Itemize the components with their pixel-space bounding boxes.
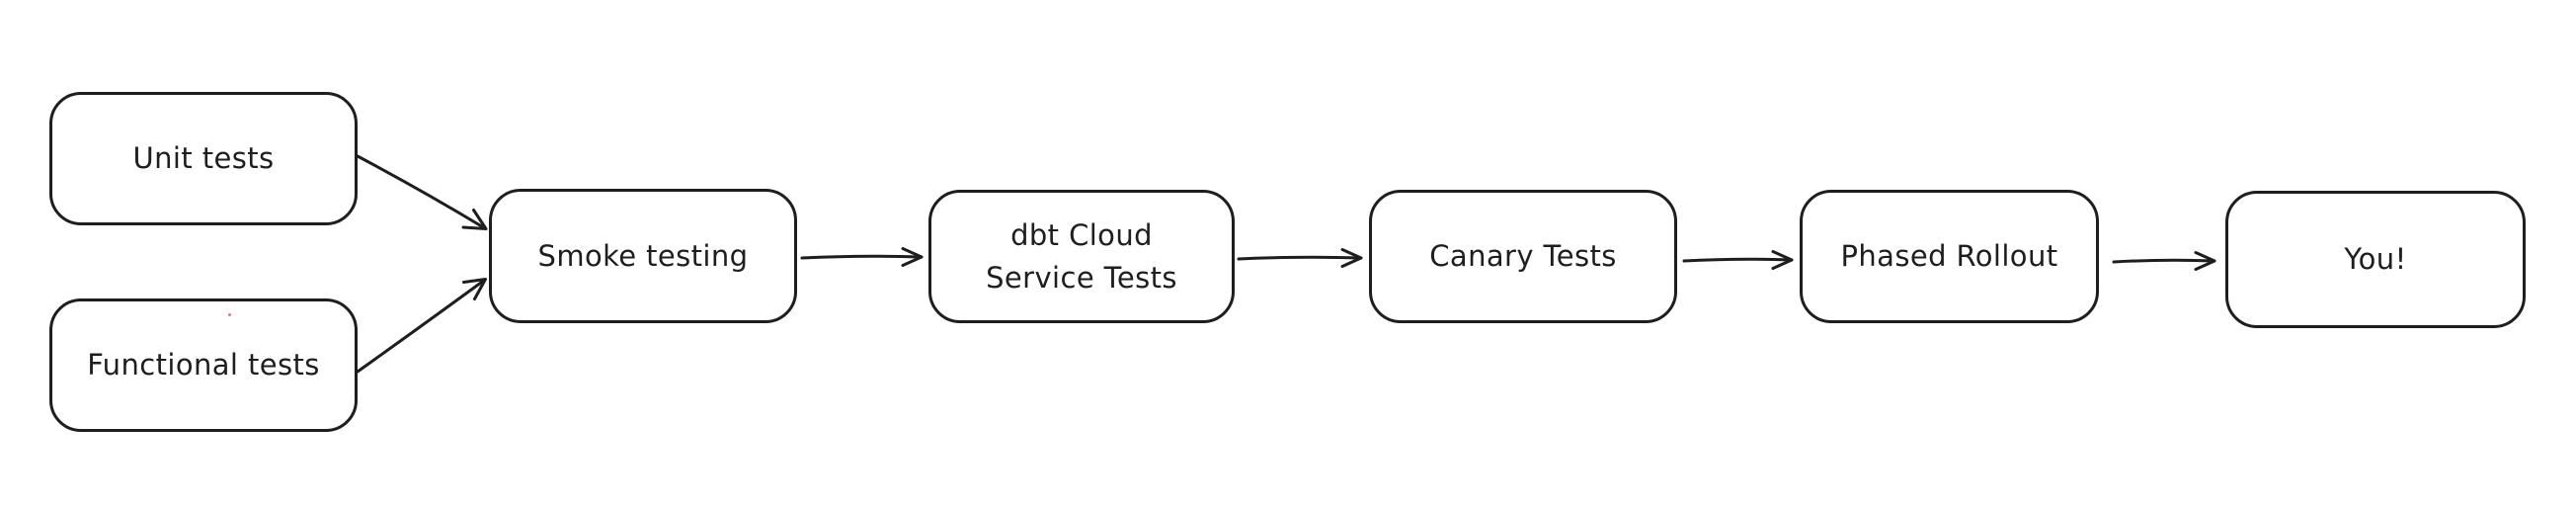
edge-arrowhead-icon <box>901 247 924 267</box>
edge-line <box>1682 257 1794 263</box>
node-smoke-testing[interactable]: Smoke testing <box>489 189 797 323</box>
node-label: You! <box>2344 242 2407 277</box>
edge-phased-rollout-to-you[interactable] <box>2112 251 2216 271</box>
node-canary-tests[interactable]: Canary Tests <box>1369 190 1677 323</box>
edge-line <box>1237 255 1363 261</box>
edge-arrowhead-icon <box>1771 250 1794 270</box>
node-you[interactable]: You! <box>2225 191 2526 328</box>
edge-line <box>356 278 487 374</box>
edge-line <box>356 154 487 230</box>
edge-unit-tests-to-smoke-testing[interactable] <box>356 154 488 230</box>
edge-dbt-cloud-service-tests-to-canary-tests[interactable] <box>1237 248 1363 268</box>
edge-smoke-testing-to-dbt-cloud-service-tests[interactable] <box>800 247 924 267</box>
edge-functional-tests-to-smoke-testing[interactable] <box>356 278 487 374</box>
node-label: Phased Rollout <box>1840 239 2058 274</box>
node-phased-rollout[interactable]: Phased Rollout <box>1800 190 2099 323</box>
node-functional-tests[interactable]: Functional tests <box>49 298 358 432</box>
stray-red-dot <box>228 313 231 316</box>
edge-line <box>800 254 924 260</box>
node-unit-tests[interactable]: Unit tests <box>49 92 358 225</box>
edge-arrowhead-icon <box>461 209 488 230</box>
edge-arrowhead-icon <box>2194 251 2216 271</box>
edge-arrowhead-icon <box>1340 248 1363 268</box>
node-label: Unit tests <box>132 141 275 176</box>
node-label: dbt Cloud Service Tests <box>986 218 1177 295</box>
edge-line <box>2112 258 2216 264</box>
edge-canary-tests-to-phased-rollout[interactable] <box>1682 250 1794 270</box>
node-label: Canary Tests <box>1429 239 1617 274</box>
edge-arrowhead-icon <box>462 278 487 300</box>
node-label: Functional tests <box>87 348 320 382</box>
node-label: Smoke testing <box>537 238 749 273</box>
node-dbt-cloud-service-tests[interactable]: dbt Cloud Service Tests <box>928 190 1235 323</box>
